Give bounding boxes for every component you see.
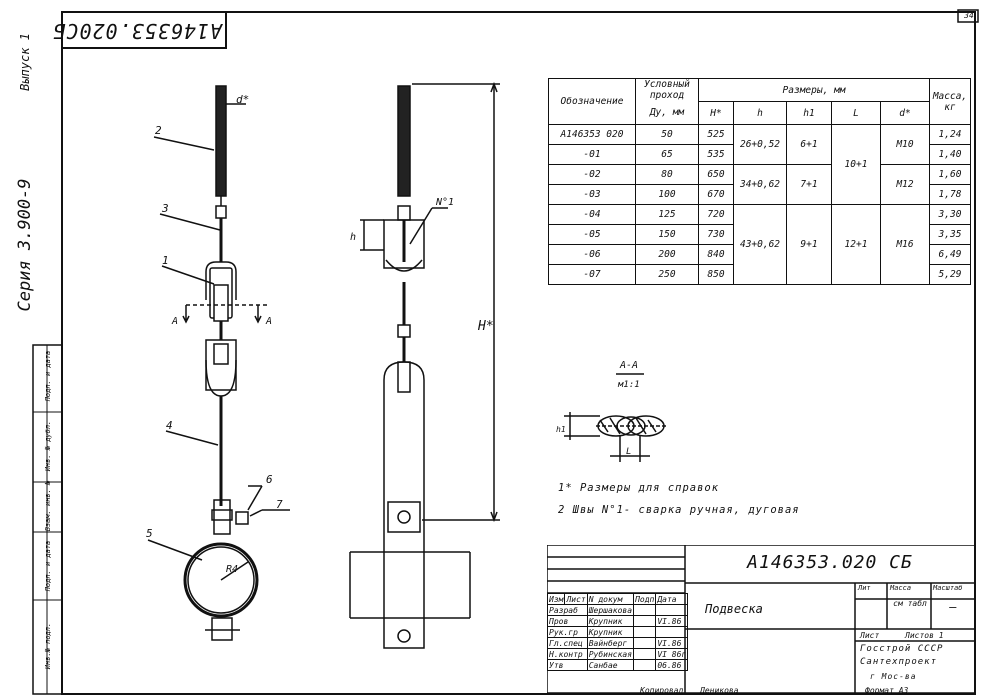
copied-by: Деникова bbox=[700, 686, 739, 695]
col-passage-unit: Ду, мм bbox=[635, 101, 699, 125]
col-designation: Обозначение bbox=[548, 78, 636, 125]
callout-5: 5 bbox=[146, 527, 153, 540]
product-name: Подвеска bbox=[705, 602, 763, 616]
col-passage: Условный проход bbox=[635, 78, 699, 102]
callout-2: 2 bbox=[155, 124, 162, 137]
section-h1: h1 bbox=[556, 425, 566, 434]
weld-callout: N°1 bbox=[435, 197, 454, 208]
section-view: А-А м1:1 h1 L bbox=[556, 360, 666, 462]
dim-H-label: H* bbox=[477, 319, 494, 334]
dim-radius-label: R4 bbox=[226, 564, 238, 575]
section-title: А-А bbox=[619, 360, 638, 371]
dimension-table: Обозначение Условный проход Размеры, мм … bbox=[548, 78, 971, 285]
callout-6: 6 bbox=[266, 473, 273, 486]
org-line-2: Сантехпроект bbox=[860, 657, 938, 667]
note-1: 1* Размеры для справок bbox=[558, 482, 720, 494]
section-L: L bbox=[626, 447, 631, 457]
mass-value: см табл bbox=[893, 599, 927, 608]
dim-h-label: h bbox=[350, 232, 356, 243]
col-L: L bbox=[831, 101, 881, 125]
doc-code: А146353.020 СБ bbox=[747, 552, 913, 573]
scale-value: — bbox=[949, 600, 957, 614]
org-line-3: г Мос-ва bbox=[870, 672, 917, 681]
copied-label: Копировал bbox=[640, 686, 684, 695]
dim-d-label: d* bbox=[236, 93, 249, 106]
col-dims-title: Размеры, мм bbox=[698, 78, 930, 102]
col-mass: Масса, кг bbox=[929, 78, 971, 125]
col-h1: h1 bbox=[786, 101, 832, 125]
section-scale: м1:1 bbox=[617, 380, 640, 390]
col-H: H* bbox=[698, 101, 734, 125]
mass-label: Масса bbox=[890, 584, 912, 592]
note-2: 2 Швы N°1- сварка ручная, дуговая bbox=[558, 504, 800, 516]
callout-7: 7 bbox=[276, 498, 283, 511]
col-h: h bbox=[733, 101, 787, 125]
callout-4: 4 bbox=[166, 419, 173, 432]
sheets-count: Листов 1 bbox=[905, 631, 944, 640]
format-label: Формат А3 bbox=[865, 686, 909, 695]
sheet-label: Лист bbox=[860, 631, 880, 640]
org-line-1: Госстрой СССР bbox=[860, 644, 944, 654]
lit-label: Лит bbox=[858, 584, 871, 592]
page-number: 34 bbox=[964, 11, 974, 20]
section-mark-left: А bbox=[171, 316, 178, 327]
callout-3: 3 bbox=[161, 202, 169, 215]
scale-label: Масштаб bbox=[933, 584, 963, 592]
col-d: d* bbox=[880, 101, 930, 125]
section-mark-right: А bbox=[265, 316, 272, 327]
callout-1: 1 bbox=[162, 254, 169, 267]
